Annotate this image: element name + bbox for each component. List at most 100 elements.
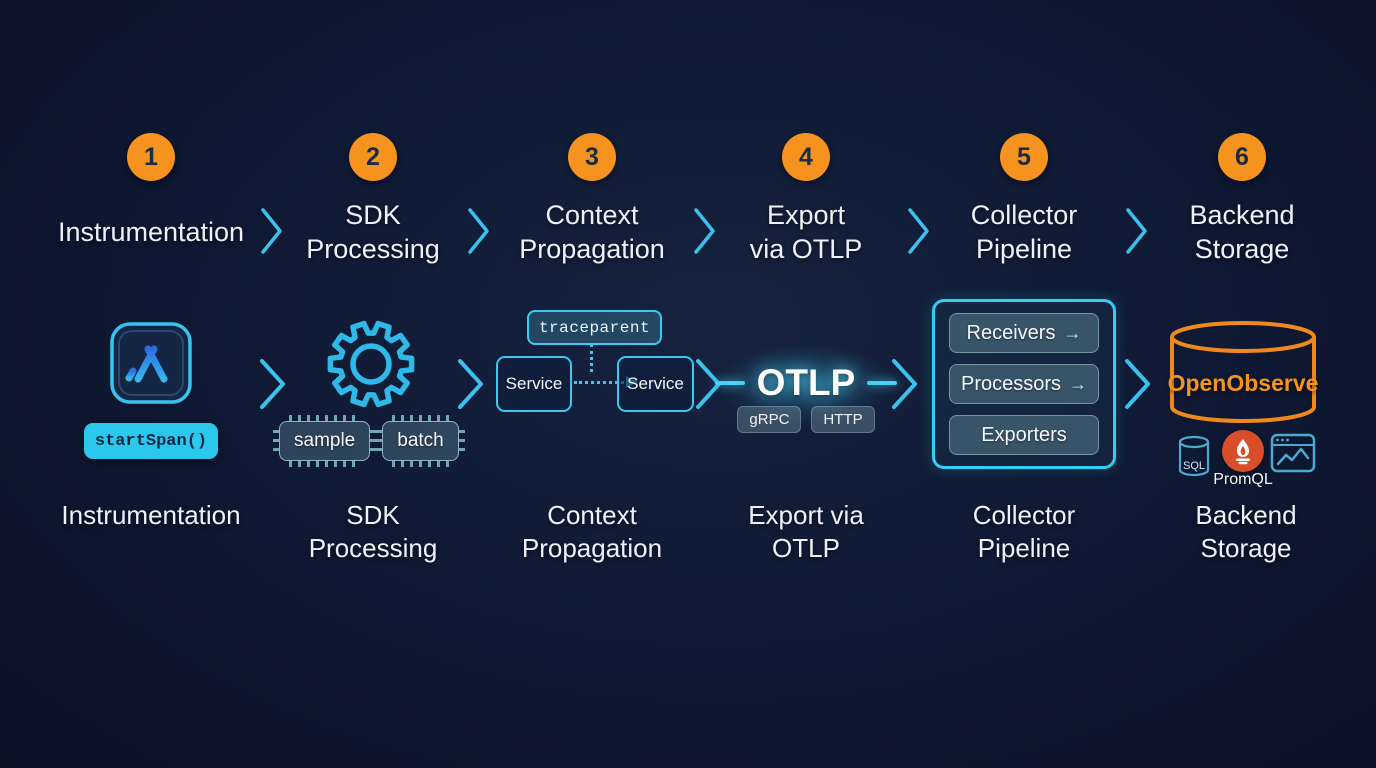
chip-pins	[273, 430, 279, 452]
dotted-connector-horizontal	[574, 381, 624, 384]
title-line: SDK	[345, 200, 401, 230]
caption-line: Backend	[1195, 500, 1297, 530]
chevron-right-icon	[259, 206, 284, 256]
title-line: Instrumentation	[57, 217, 245, 247]
title-line: Processing	[306, 234, 440, 264]
receivers-label: Receivers	[966, 321, 1056, 344]
title-line: Export	[766, 200, 846, 230]
otlp-protocol-label: OTLP	[756, 362, 856, 403]
step-number-1: 1	[127, 133, 175, 181]
step-number-5-text: 5	[1017, 142, 1031, 171]
step-number-4: 4	[782, 133, 830, 181]
processors-row: Processors →	[949, 364, 1099, 404]
chip-pins	[370, 430, 377, 452]
chevron-right-icon	[692, 206, 717, 256]
chevron-right-icon	[1124, 206, 1149, 256]
service-label: Service	[505, 374, 563, 393]
step-title-instrumentation: Instrumentation	[31, 196, 271, 268]
sql-database-icon: SQL	[1177, 434, 1211, 485]
chip-pins	[376, 430, 383, 452]
collector-pipeline-box: Receivers → Processors → Exporters	[932, 299, 1116, 469]
exporters-label: Exporters	[981, 423, 1067, 446]
title-line: Context	[545, 200, 639, 230]
caption-line: OTLP	[772, 533, 840, 563]
caption-line: Pipeline	[977, 533, 1071, 563]
chevron-right-icon	[1123, 357, 1153, 411]
otlp-transport-badges: gRPC HTTP	[700, 406, 912, 433]
chevron-right-icon	[890, 357, 920, 411]
sql-icon-label: SQL	[1183, 460, 1205, 472]
title-line: Backend	[1189, 200, 1295, 230]
caption-instrumentation: Instrumentation	[31, 499, 271, 571]
caption-line: Instrumentation	[61, 500, 241, 530]
chip-pins	[392, 415, 449, 421]
service-label: Service	[627, 374, 684, 393]
service-box-left: Service	[496, 356, 572, 412]
chevron-right-icon	[466, 206, 491, 256]
right-arrow-icon: →	[1069, 373, 1088, 394]
exporters-row: Exporters	[949, 415, 1099, 455]
caption-line: Storage	[1200, 533, 1292, 563]
processors-label: Processors	[960, 372, 1062, 395]
metrics-browser-icon	[1270, 433, 1316, 478]
openobserve-label: OpenObserve	[1167, 370, 1319, 396]
database-cylinder-icon	[1166, 319, 1320, 432]
caption-line: Export via	[748, 500, 864, 530]
step-number-2-text: 2	[366, 142, 380, 171]
step-number-6-text: 6	[1235, 142, 1249, 171]
caption-line: Processing	[308, 533, 438, 563]
title-line: Propagation	[519, 234, 665, 264]
step-number-3: 3	[568, 133, 616, 181]
step-number-6: 6	[1218, 133, 1266, 181]
step-number-4-text: 4	[799, 142, 813, 171]
service-box-right: Service	[617, 356, 694, 412]
step-number-3-text: 3	[585, 142, 599, 171]
traceparent-text: traceparent	[538, 318, 651, 337]
step-number-5: 5	[1000, 133, 1048, 181]
step-number-1-text: 1	[144, 142, 158, 171]
batch-chip-label: batch	[397, 430, 444, 451]
caption-line: Context	[547, 500, 637, 530]
chip-pins	[289, 461, 361, 467]
title-line: via OTLP	[749, 234, 863, 264]
caption-line: Collector	[972, 500, 1076, 530]
chevron-right-icon	[906, 206, 931, 256]
chip-pins	[458, 430, 465, 452]
step-title-sdk-processing: SDK Processing	[253, 196, 493, 268]
grpc-badge: gRPC	[737, 406, 802, 433]
step-title-export-otlp: Export via OTLP	[686, 196, 926, 268]
promql-label: PromQL	[1213, 471, 1273, 488]
processor-chips: sample batch	[273, 415, 465, 467]
right-arrow-icon: →	[1063, 322, 1082, 343]
otlp-wire: OTLP	[700, 356, 912, 410]
caption-line: SDK	[346, 500, 400, 530]
http-badge: HTTP	[811, 406, 875, 433]
chip-pins	[289, 415, 361, 421]
caption-line: Propagation	[521, 533, 663, 563]
dotted-connector-vertical	[590, 344, 593, 372]
gear-icon	[319, 312, 423, 421]
receivers-row: Receivers →	[949, 313, 1099, 353]
title-line: Pipeline	[975, 234, 1073, 264]
chip-pins	[392, 461, 449, 467]
title-line: Storage	[1194, 234, 1290, 264]
chevron-right-icon	[456, 357, 486, 411]
startspan-code-text: startSpan()	[94, 431, 208, 451]
grpc-label: gRPC	[749, 411, 790, 428]
otlp-dash-right	[867, 381, 898, 385]
sample-chip: sample	[273, 415, 377, 467]
sample-chip-label: sample	[294, 430, 356, 451]
otlp-dash-left	[714, 381, 745, 385]
http-label: HTTP	[823, 411, 863, 428]
title-line: Collector	[970, 200, 1078, 230]
step-number-2: 2	[349, 133, 397, 181]
app-store-icon	[109, 321, 193, 410]
